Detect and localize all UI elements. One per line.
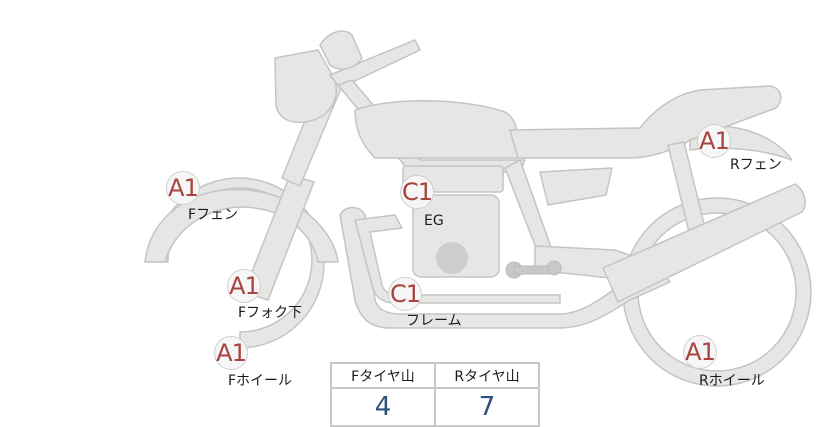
damage-code-badge: A1	[697, 124, 731, 158]
front-fork	[243, 174, 315, 301]
engine-block	[412, 194, 500, 278]
damage-code-badge: C1	[388, 277, 422, 311]
front-tire-header: Fタイヤ山	[330, 362, 436, 389]
damage-code-badge: A1	[227, 269, 261, 303]
damage-code-badge: A1	[214, 336, 248, 370]
damage-code-badge: A1	[683, 335, 717, 369]
fuel-tank	[354, 99, 520, 159]
rear-tire-header: Rタイヤ山	[434, 362, 540, 389]
headlight	[274, 49, 337, 124]
handlebar	[329, 39, 421, 89]
seat	[509, 85, 782, 159]
part-label-front-fork-lower: Fフォク下	[238, 305, 303, 321]
part-label-frame: フレーム	[406, 313, 462, 329]
part-label-front-wheel: Fホイール	[228, 373, 293, 389]
table-row: 4 7	[330, 387, 540, 427]
part-label-engine: EG	[424, 213, 444, 229]
tire-tread-table: Fタイヤ山 Rタイヤ山 4 7	[330, 362, 540, 427]
rear-tire-value: 7	[434, 387, 540, 427]
part-label-front-fender: Fフェン	[188, 207, 239, 223]
damage-code-badge: C1	[400, 175, 434, 209]
part-label-rear-wheel: Rホイール	[699, 373, 765, 389]
engine-cover-circle	[436, 242, 468, 274]
muffler	[602, 183, 806, 303]
table-header-row: Fタイヤ山 Rタイヤ山	[330, 362, 540, 389]
side-cover	[539, 167, 613, 206]
damage-code-badge: A1	[166, 171, 200, 205]
mirror	[319, 30, 363, 70]
footpeg-right	[546, 260, 562, 276]
part-label-rear-fender: Rフェン	[730, 157, 782, 173]
frame-lower	[339, 206, 671, 329]
front-tire-value: 4	[330, 387, 436, 427]
